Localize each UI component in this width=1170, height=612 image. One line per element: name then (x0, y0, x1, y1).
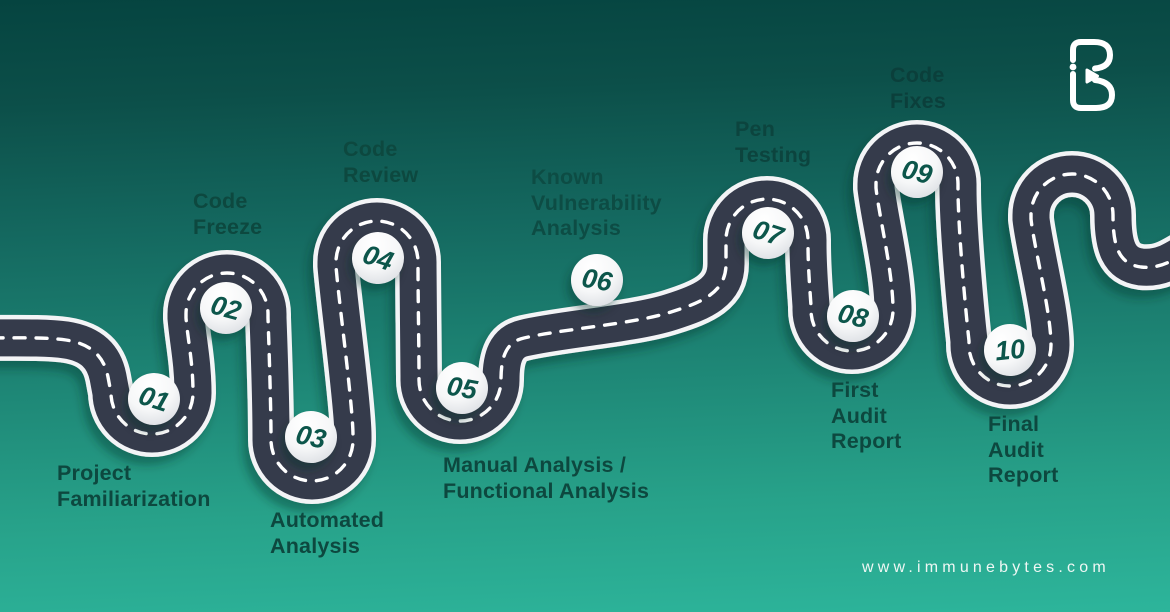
label-manual-functional-analysis: Manual Analysis / Functional Analysis (443, 453, 649, 504)
milestone-circle (984, 324, 1036, 376)
label-line: Code (193, 189, 248, 213)
road-center-dash-line (0, 141, 1170, 483)
milestone-marker-01: 01 (128, 373, 180, 425)
milestone-number: 10 (993, 334, 1026, 367)
label-code-fixes: Code Fixes (890, 63, 946, 114)
milestone-marker-09: 09 (891, 146, 943, 198)
milestone-circle (891, 146, 943, 198)
milestone-number: 09 (899, 154, 935, 190)
label-line: Fixes (890, 88, 946, 113)
label-line: Audit (831, 403, 887, 428)
immunebytes-ib-logo-icon (1069, 39, 1115, 111)
label-line: Familiarization (57, 486, 211, 511)
label-line: Known (531, 165, 604, 189)
label-line: Analysis (270, 533, 361, 558)
label-line: Code (890, 63, 945, 87)
milestone-marker-06: 06 (571, 254, 623, 306)
milestone-circle (200, 282, 252, 334)
immunebytes-logo (1063, 36, 1123, 114)
milestone-circle (742, 207, 794, 259)
milestone-marker-10: 10 (984, 324, 1036, 376)
label-line: Final (988, 412, 1040, 436)
milestone-marker-07: 07 (742, 207, 794, 259)
milestone-circle (285, 411, 337, 463)
milestone-circle (128, 373, 180, 425)
label-line: Code (343, 137, 398, 161)
milestone-marker-05: 05 (436, 362, 488, 414)
label-line: Manual Analysis / (443, 453, 627, 477)
road-path (0, 120, 1170, 504)
label-project-familiarization: Project Familiarization (57, 461, 211, 512)
milestone-marker-03: 03 (285, 411, 337, 463)
milestone-number: 03 (293, 419, 329, 455)
milestone-circle (827, 290, 879, 342)
label-final-audit-report: Final Audit Report (988, 412, 1058, 489)
label-line: Report (831, 429, 902, 453)
label-line: Audit (988, 437, 1044, 462)
label-code-freeze: Code Freeze (193, 189, 262, 240)
milestone-circle (571, 254, 623, 306)
label-line: Report (988, 463, 1059, 487)
milestone-marker-08: 08 (827, 290, 879, 342)
milestone-circle (352, 232, 404, 284)
label-line: Review (343, 162, 419, 187)
label-line: Analysis (531, 216, 622, 240)
label-line: Pen (735, 117, 776, 141)
label-line: Vulnerability (531, 190, 662, 215)
label-pen-testing: Pen Testing (735, 117, 811, 168)
label-first-audit-report: First Audit Report (831, 378, 901, 455)
milestone-number: 06 (580, 263, 616, 298)
milestone-circle (436, 362, 488, 414)
milestone-marker-04: 04 (352, 232, 404, 284)
label-automated-analysis: Automated Analysis (270, 508, 384, 559)
label-line: Freeze (193, 214, 263, 239)
milestone-number: 08 (835, 298, 871, 334)
website-url: www.immunebytes.com (862, 559, 1110, 576)
label-line: First (831, 378, 879, 402)
label-code-review: Code Review (343, 137, 418, 188)
label-line: Functional Analysis (443, 478, 650, 503)
label-line: Project (57, 461, 132, 485)
milestone-number: 05 (445, 371, 481, 406)
milestone-marker-02: 02 (200, 282, 252, 334)
label-line: Testing (735, 142, 812, 167)
label-known-vulnerability-analysis: Known Vulnerability Analysis (531, 165, 662, 242)
label-line: Automated (270, 508, 385, 532)
